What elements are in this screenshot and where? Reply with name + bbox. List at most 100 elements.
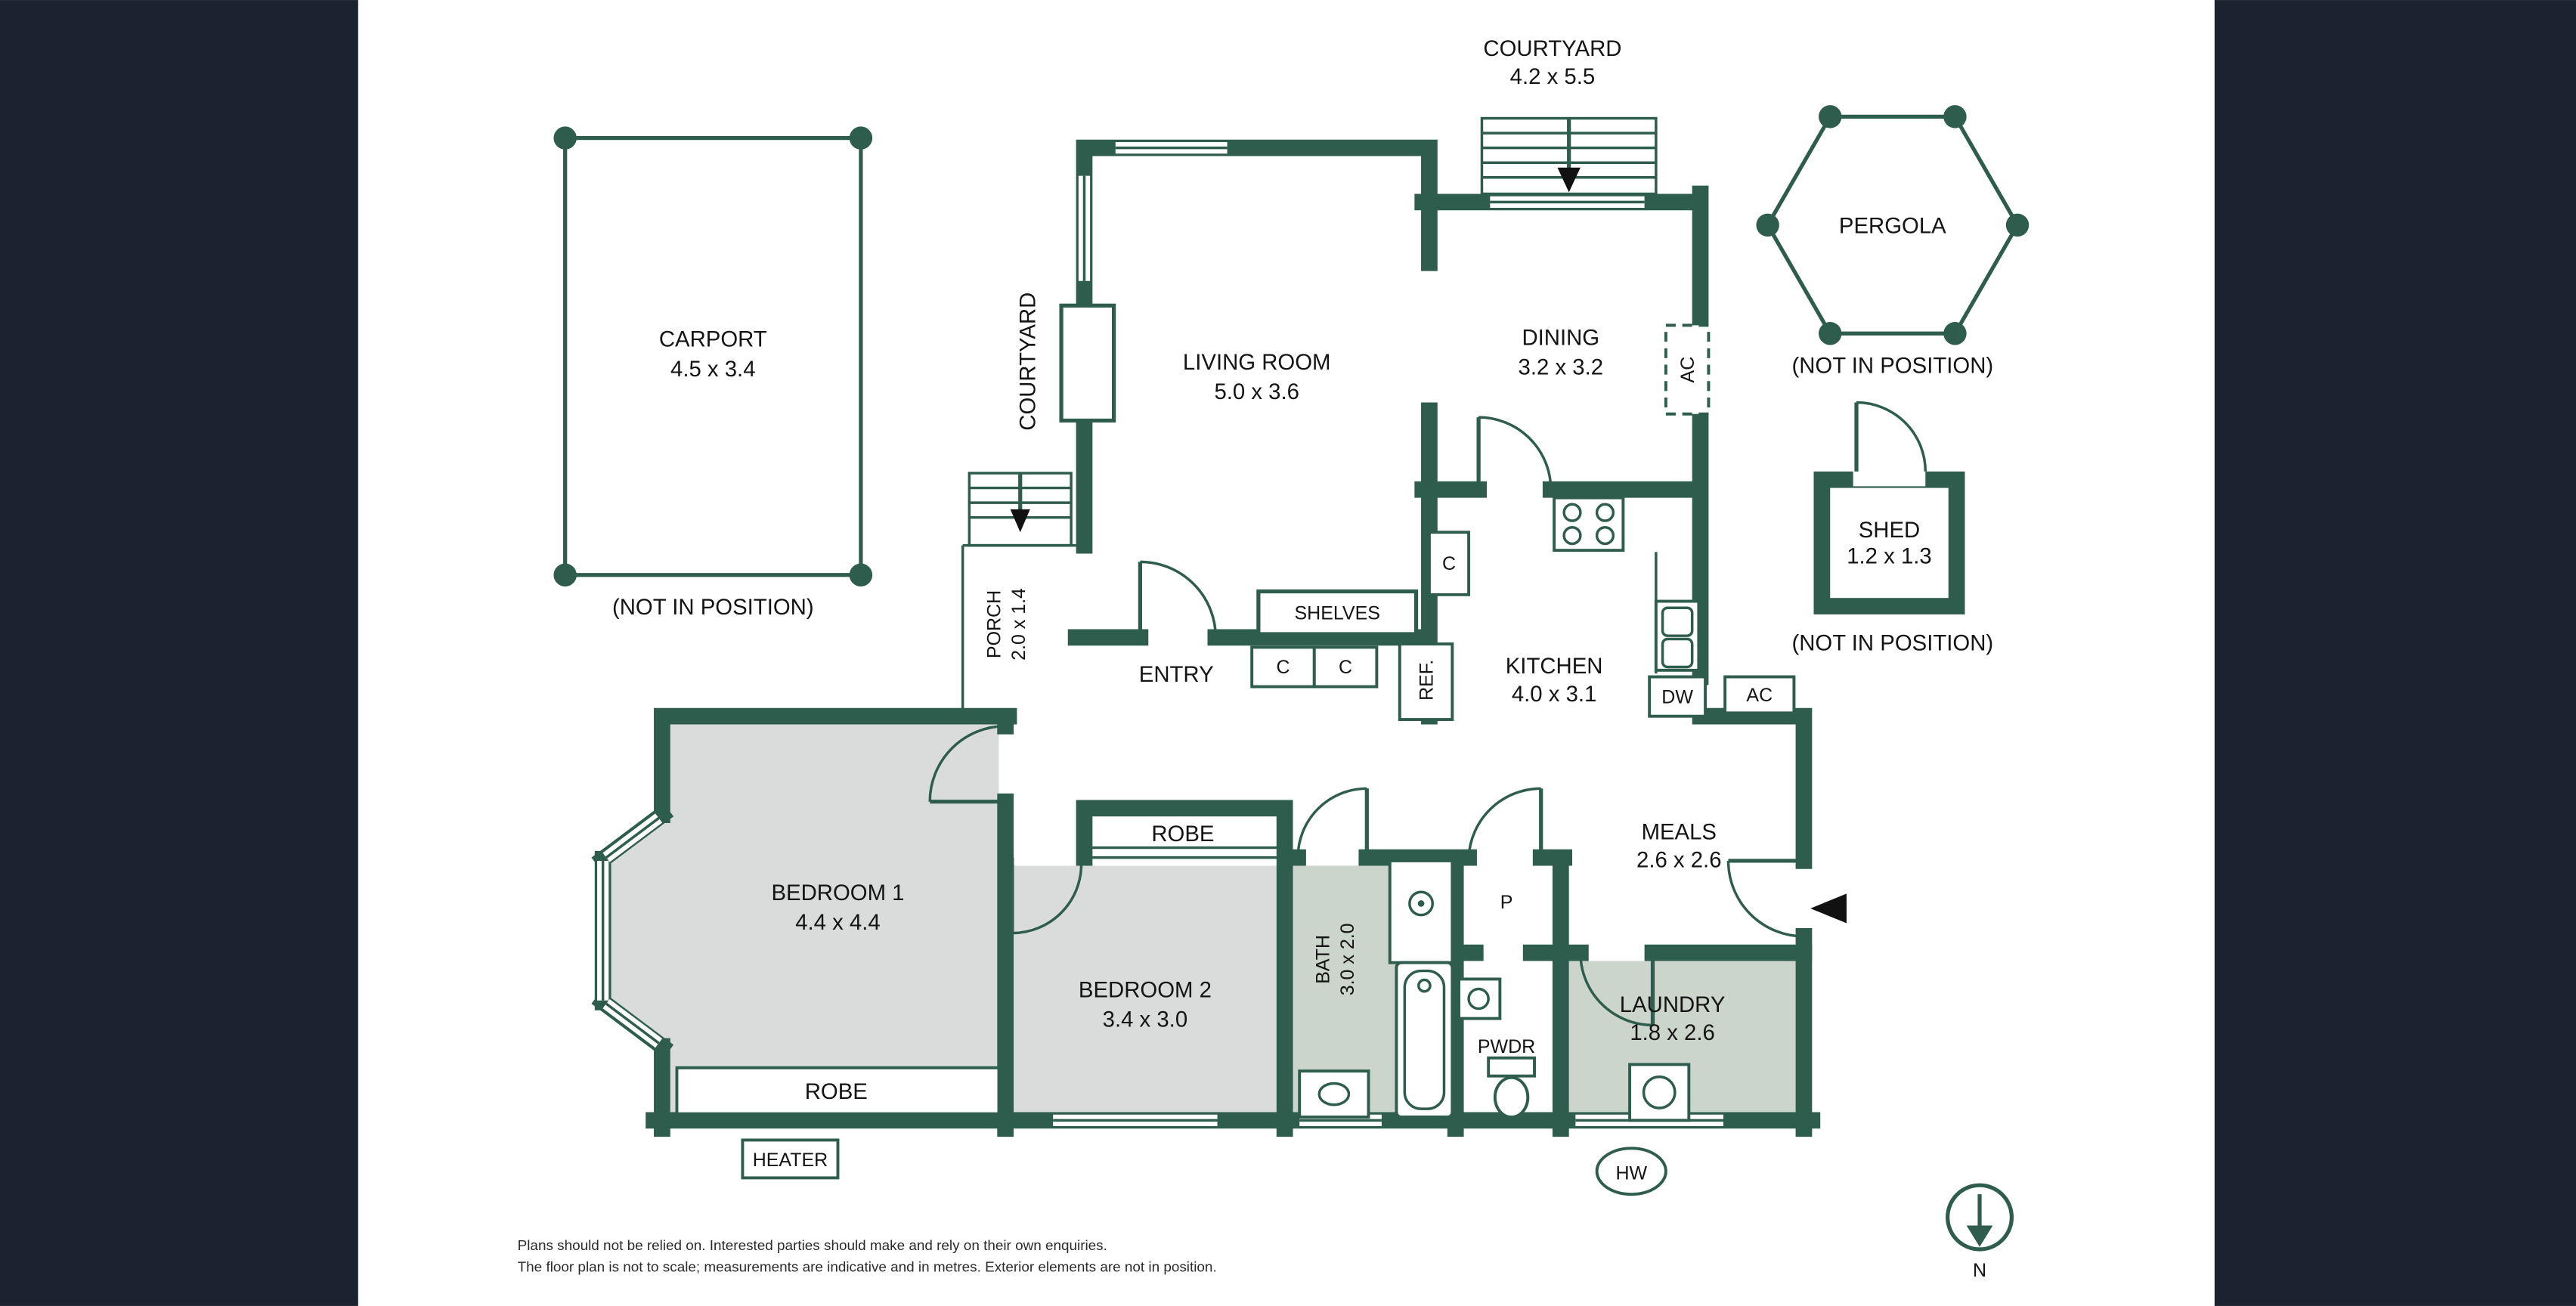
bath-label-group: BATH 3.0 x 2.0 bbox=[1312, 923, 1358, 995]
ac-unit-dining bbox=[1664, 323, 1711, 416]
shed-label: SHED bbox=[1859, 518, 1920, 543]
shed-dims: 1.2 x 1.3 bbox=[1847, 544, 1932, 569]
kitchen-cupboard bbox=[1427, 531, 1471, 596]
cupboard bbox=[1312, 645, 1379, 689]
robe-bedroom1-unit bbox=[675, 1066, 1001, 1116]
stove-icon bbox=[1553, 496, 1625, 552]
living-room-dims: 5.0 x 3.6 bbox=[1214, 379, 1299, 404]
bay-window bbox=[597, 813, 663, 1048]
bath-dims: 3.0 x 2.0 bbox=[1337, 923, 1358, 995]
laundry-label: LAUNDRY bbox=[1620, 992, 1726, 1017]
door-arc bbox=[1856, 401, 1927, 472]
door-arc bbox=[1011, 857, 1083, 935]
heater-box bbox=[741, 1138, 840, 1180]
pergola-label: PERGOLA bbox=[1839, 214, 1946, 239]
carport: CARPORT 4.5 x 3.4 (NOT IN POSITION) bbox=[553, 126, 873, 620]
powder-basin-icon bbox=[1457, 977, 1502, 1020]
bedroom2-floor bbox=[1014, 865, 1277, 1113]
fridge bbox=[1398, 642, 1454, 721]
pergola-post-icon bbox=[1943, 322, 1967, 345]
bedroom2-label: BEDROOM 2 bbox=[1079, 977, 1212, 1002]
room-fills bbox=[608, 724, 1796, 1121]
courtyard-side-label: COURTYARD bbox=[1015, 292, 1040, 431]
shed-door-opening bbox=[1853, 463, 1926, 487]
entry-arrow-icon bbox=[1810, 893, 1847, 924]
carport-post-icon bbox=[849, 126, 873, 150]
shed: SHED 1.2 x 1.3 (NOT IN POSITION) bbox=[1791, 401, 1993, 656]
footer-notes: Plans should not be relied on. Intereste… bbox=[518, 1238, 1217, 1275]
bedroom2-door bbox=[1010, 857, 1083, 935]
pantry-label: P bbox=[1500, 892, 1513, 913]
door-arc bbox=[1467, 787, 1541, 858]
meals-dims: 2.6 x 2.6 bbox=[1636, 848, 1722, 873]
bedroom1-door bbox=[928, 724, 1006, 804]
living-door bbox=[1138, 560, 1218, 638]
pergola-post-icon bbox=[1819, 322, 1842, 345]
kitchen-label: KITCHEN bbox=[1506, 654, 1603, 679]
pergola: PERGOLA (NOT IN POSITION) bbox=[1756, 105, 2030, 378]
bath-vanity-icon bbox=[1298, 1069, 1370, 1119]
powder-label: PWDR bbox=[1478, 1036, 1535, 1057]
door-arc bbox=[1478, 416, 1553, 490]
compass-arrow-head bbox=[1966, 1225, 1993, 1247]
living-room-label: LIVING ROOM bbox=[1183, 350, 1331, 375]
toilet-icon bbox=[1487, 1056, 1536, 1119]
kitchen-dims: 4.0 x 3.1 bbox=[1512, 682, 1597, 707]
bedroom1-label: BEDROOM 1 bbox=[771, 880, 904, 905]
dining-dims: 3.2 x 3.2 bbox=[1519, 355, 1604, 380]
kitchen-cupboard-label: C bbox=[1442, 553, 1456, 574]
carport-post-icon bbox=[849, 563, 873, 586]
pantry-door bbox=[1467, 787, 1543, 858]
porch: PORCH 2.0 x 1.4 bbox=[961, 472, 1076, 716]
ac-unit-external bbox=[1723, 675, 1796, 715]
robe-sliding-doors bbox=[1087, 846, 1282, 859]
bath-door bbox=[1296, 787, 1369, 858]
north-indicator: N bbox=[1946, 1183, 2014, 1281]
carport-note: (NOT IN POSITION) bbox=[612, 595, 814, 620]
left-dark-panel bbox=[0, 0, 358, 1306]
bedroom1-floor bbox=[608, 724, 999, 1121]
courtyard-top-dims: 4.2 x 5.5 bbox=[1510, 64, 1596, 89]
porch-stairs-icon bbox=[968, 472, 1073, 547]
fridge-label: REF. bbox=[1416, 660, 1437, 701]
laundry-dims: 1.8 x 2.6 bbox=[1630, 1020, 1715, 1045]
disclaimer-line1: Plans should not be relied on. Intereste… bbox=[518, 1238, 1107, 1254]
disclaimer-line2: The floor plan is not to scale; measurem… bbox=[518, 1259, 1217, 1275]
pergola-post-icon bbox=[2005, 213, 2030, 237]
laundry-door bbox=[1579, 952, 1655, 1027]
fireplace bbox=[1059, 303, 1116, 423]
dining-door bbox=[1476, 416, 1553, 490]
doors bbox=[928, 416, 1847, 1027]
robe-bedroom1-label: ROBE bbox=[805, 1079, 868, 1104]
cupboard-label: C bbox=[1276, 657, 1290, 678]
pergola-post-icon bbox=[1819, 105, 1842, 128]
heater-label: HEATER bbox=[753, 1150, 828, 1171]
laundry-trough-icon bbox=[1628, 1063, 1691, 1122]
ac-dining-label: AC bbox=[1677, 357, 1698, 383]
hot-water-unit bbox=[1595, 1147, 1667, 1196]
entry-label: ENTRY bbox=[1139, 662, 1214, 687]
courtyard-top-label: COURTYARD bbox=[1483, 36, 1621, 61]
carport-dims: 4.5 x 3.4 bbox=[670, 357, 756, 382]
shelves-label: SHELVES bbox=[1295, 602, 1380, 624]
kitchen-sink-icon bbox=[1654, 599, 1701, 672]
shower-icon bbox=[1388, 859, 1454, 964]
room-labels: COURTYARD LIVING ROOM 5.0 x 3.6 DINING 3… bbox=[771, 292, 1725, 1058]
compass-circle bbox=[1946, 1183, 2014, 1252]
carport-post-icon bbox=[553, 563, 577, 586]
carport-label: CARPORT bbox=[659, 327, 767, 352]
porch-label-group: PORCH 2.0 x 1.4 bbox=[984, 588, 1030, 661]
hot-water-label: HW bbox=[1615, 1163, 1647, 1184]
door-arc bbox=[1296, 787, 1367, 858]
meals-entry-door bbox=[1726, 859, 1804, 938]
dining-label: DINING bbox=[1522, 325, 1599, 350]
dishwasher-box bbox=[1648, 675, 1708, 718]
shed-note: (NOT IN POSITION) bbox=[1791, 631, 1993, 656]
fixtures: SHELVES C C C REF. AC DW AC bbox=[675, 303, 1796, 1196]
right-dark-panel bbox=[2214, 0, 2576, 1306]
door-arc bbox=[1726, 860, 1804, 938]
porch-label: PORCH bbox=[984, 590, 1005, 658]
door-arc bbox=[928, 724, 1006, 802]
bathtub-icon bbox=[1395, 961, 1454, 1119]
